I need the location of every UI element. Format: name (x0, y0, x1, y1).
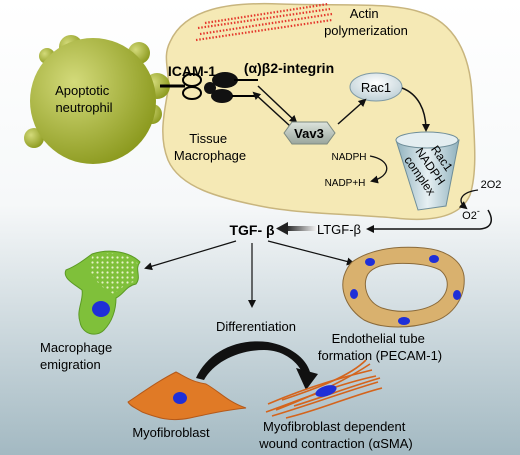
arrow-ltgf-to-tgf (276, 222, 318, 235)
wound-line2: wound contraction (αSMA) (258, 436, 412, 451)
contracting-myofibroblast (265, 359, 383, 419)
arrow-integrin-to-vav3 (257, 85, 298, 124)
actin-label-line2: polymerization (324, 23, 408, 38)
superoxide-label: O2- (462, 206, 480, 222)
neutrophil-label-line1: Apoptotic (55, 83, 110, 98)
superoxide-base: O2 (462, 210, 477, 222)
endothelial-label: Endothelial tube formation (PECAM-1) (318, 331, 442, 363)
emigrating-macrophage (64, 250, 141, 335)
tissue-macrophage-line1: Tissue (189, 131, 227, 146)
arrow-tgf-to-emigration (144, 240, 237, 271)
endothelial-tube (342, 246, 465, 328)
actin-label-line1: Actin (350, 6, 379, 21)
neutrophil-label: Apoptotic neutrophil (55, 83, 113, 115)
icam-receptor (160, 73, 202, 100)
arrow-tgf-to-endothelial (267, 240, 355, 266)
arrow-superoxide-to-ltgf (366, 209, 493, 233)
arrow-vav3-to-integrin (252, 91, 291, 127)
integrin-label: (α)β2-integrin (244, 60, 334, 76)
macrophage-emigration-label: Macrophage emigration (40, 340, 116, 372)
actin-filaments (195, 2, 333, 42)
endothelial-line1: Endothelial tube (332, 331, 425, 346)
integrin-receptor (204, 72, 258, 103)
tgf-label: TGF- β (229, 222, 275, 238)
tissue-macrophage-label: Tissue Macrophage (174, 131, 246, 163)
wound-line1: Myofibroblast dependent (263, 419, 406, 434)
tissue-macrophage-line2: Macrophage (174, 148, 246, 163)
contracting-nucleus (315, 385, 337, 397)
arrow-nadph (369, 155, 388, 184)
superoxide-charge: - (477, 206, 480, 216)
apoptotic-neutrophil (24, 35, 170, 164)
rac1-label: Rac1 (361, 80, 391, 95)
myofibroblast-cell (127, 371, 247, 421)
rac1-node (349, 72, 403, 102)
differentiation-arrow (196, 341, 318, 390)
myofibroblast-label: Myofibroblast (132, 425, 210, 440)
endothelial-line2: formation (PECAM-1) (318, 348, 442, 363)
arrow-rac1-to-complex (401, 87, 430, 132)
arrow-o2 (458, 189, 479, 210)
differentiation-label: Differentiation (216, 319, 296, 334)
vav3-node (283, 121, 336, 145)
wound-contraction-label: Myofibroblast dependent wound contractio… (258, 419, 412, 451)
arrow-vav3-to-rac1 (337, 98, 367, 125)
actin-label: Actin polymerization (324, 6, 408, 38)
emigration-line1: Macrophage (40, 340, 112, 355)
nadp-label: NADP+H (325, 178, 366, 189)
vav3-label: Vav3 (294, 126, 324, 141)
emigration-line2: emigration (40, 357, 101, 372)
neutrophil-label-line2: neutrophil (55, 100, 112, 115)
ltgf-label: LTGF-β (317, 222, 361, 237)
o2-label: 2O2 (481, 179, 502, 191)
nadph-label: NADPH (331, 152, 366, 163)
icam-label: ICAM-1 (168, 63, 216, 79)
